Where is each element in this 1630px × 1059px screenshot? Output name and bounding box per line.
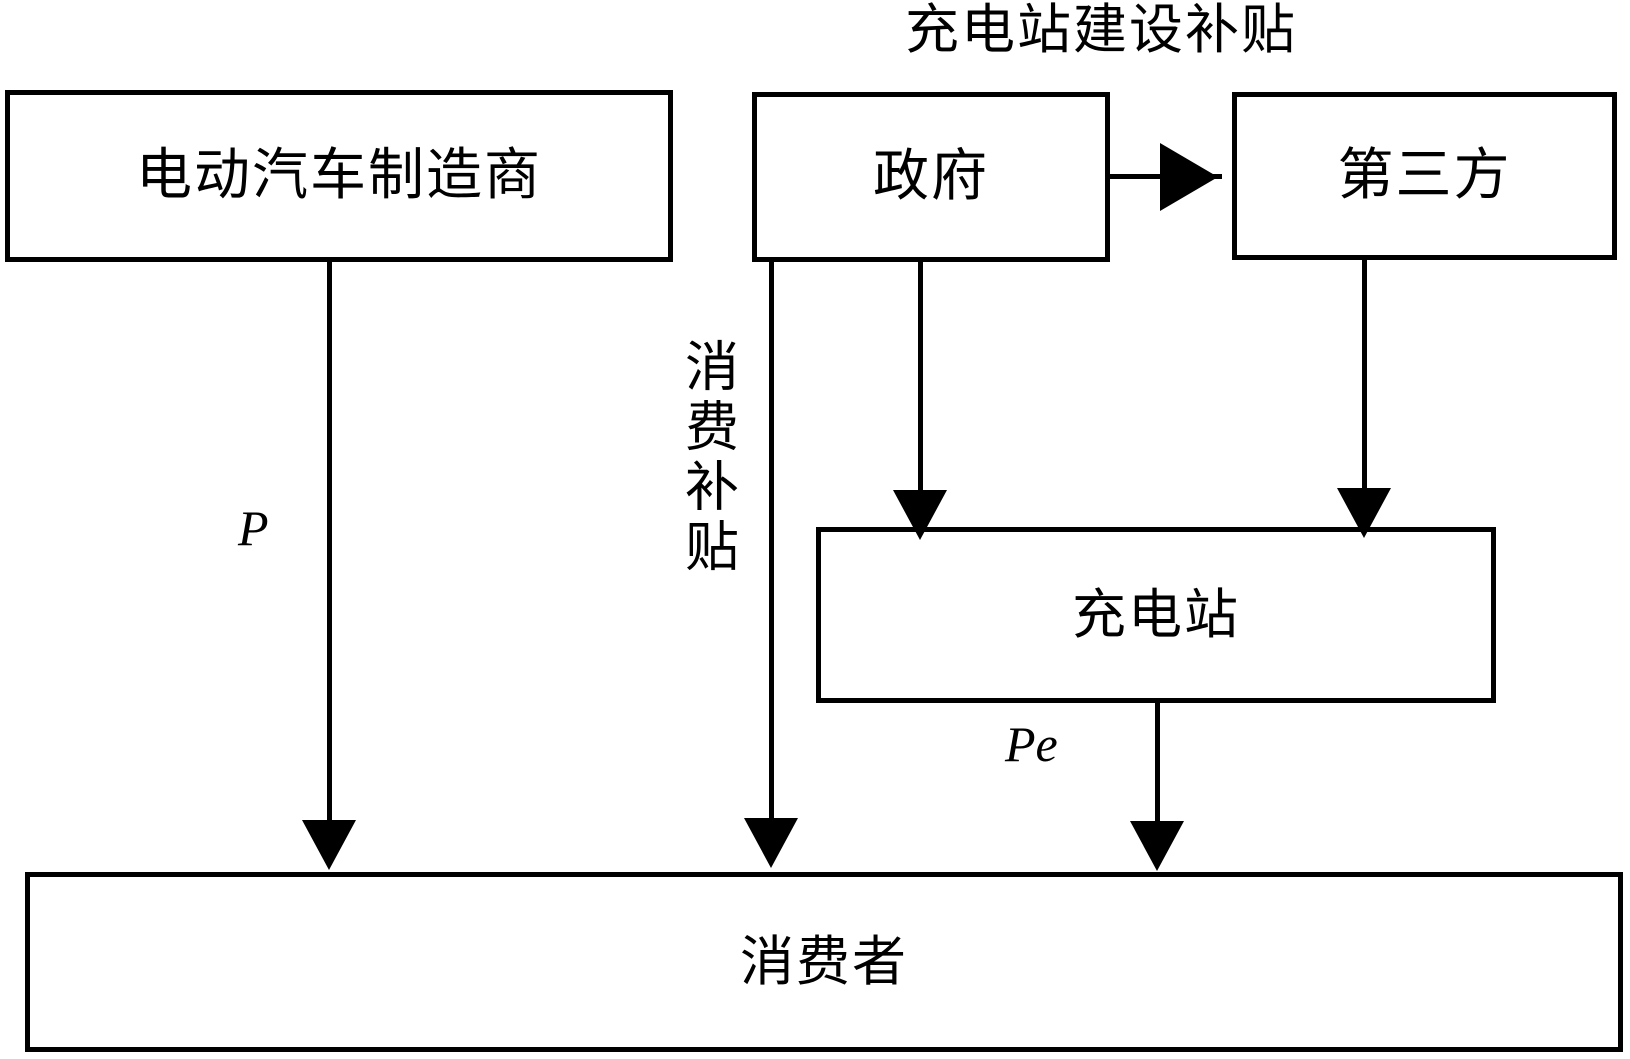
node-charging-station-label: 充电站 <box>1072 585 1240 645</box>
arrow-right-icon-government-to-third-party <box>1160 143 1218 211</box>
node-charging-station: 充电站 <box>816 527 1496 703</box>
edge-label-consumption-subsidy: 消费补贴 <box>676 338 737 578</box>
edge-government-to-charging-station-line <box>918 262 923 490</box>
edge-government-to-consumer-line <box>769 262 774 818</box>
node-government: 政府 <box>752 92 1110 262</box>
node-ev-manufacturer: 电动汽车制造商 <box>5 90 673 262</box>
arrow-down-icon-manufacturer-to-consumer <box>302 820 356 870</box>
node-third-party-label: 第三方 <box>1337 145 1512 207</box>
arrow-down-icon-third-party-to-charging-station <box>1337 488 1391 538</box>
edge-third-party-to-charging-station-line <box>1362 260 1367 488</box>
arrow-down-icon-government-to-consumer <box>744 818 798 868</box>
edge-label-price: P <box>238 500 269 556</box>
node-government-label: 政府 <box>873 146 989 208</box>
node-ev-manufacturer-label: 电动汽车制造商 <box>136 145 542 207</box>
edge-charging-station-to-consumer-line <box>1155 703 1160 821</box>
arrow-down-icon-government-to-charging-station <box>893 490 947 540</box>
edge-manufacturer-to-consumer-line <box>327 262 332 820</box>
diagram-title: 充电站建设补贴 <box>905 0 1297 60</box>
node-consumer-label: 消费者 <box>740 932 908 992</box>
edge-label-charging-price: Pe <box>1005 716 1058 772</box>
arrow-down-icon-charging-station-to-consumer <box>1130 821 1184 871</box>
node-consumer: 消费者 <box>25 872 1623 1052</box>
node-third-party: 第三方 <box>1232 92 1617 260</box>
